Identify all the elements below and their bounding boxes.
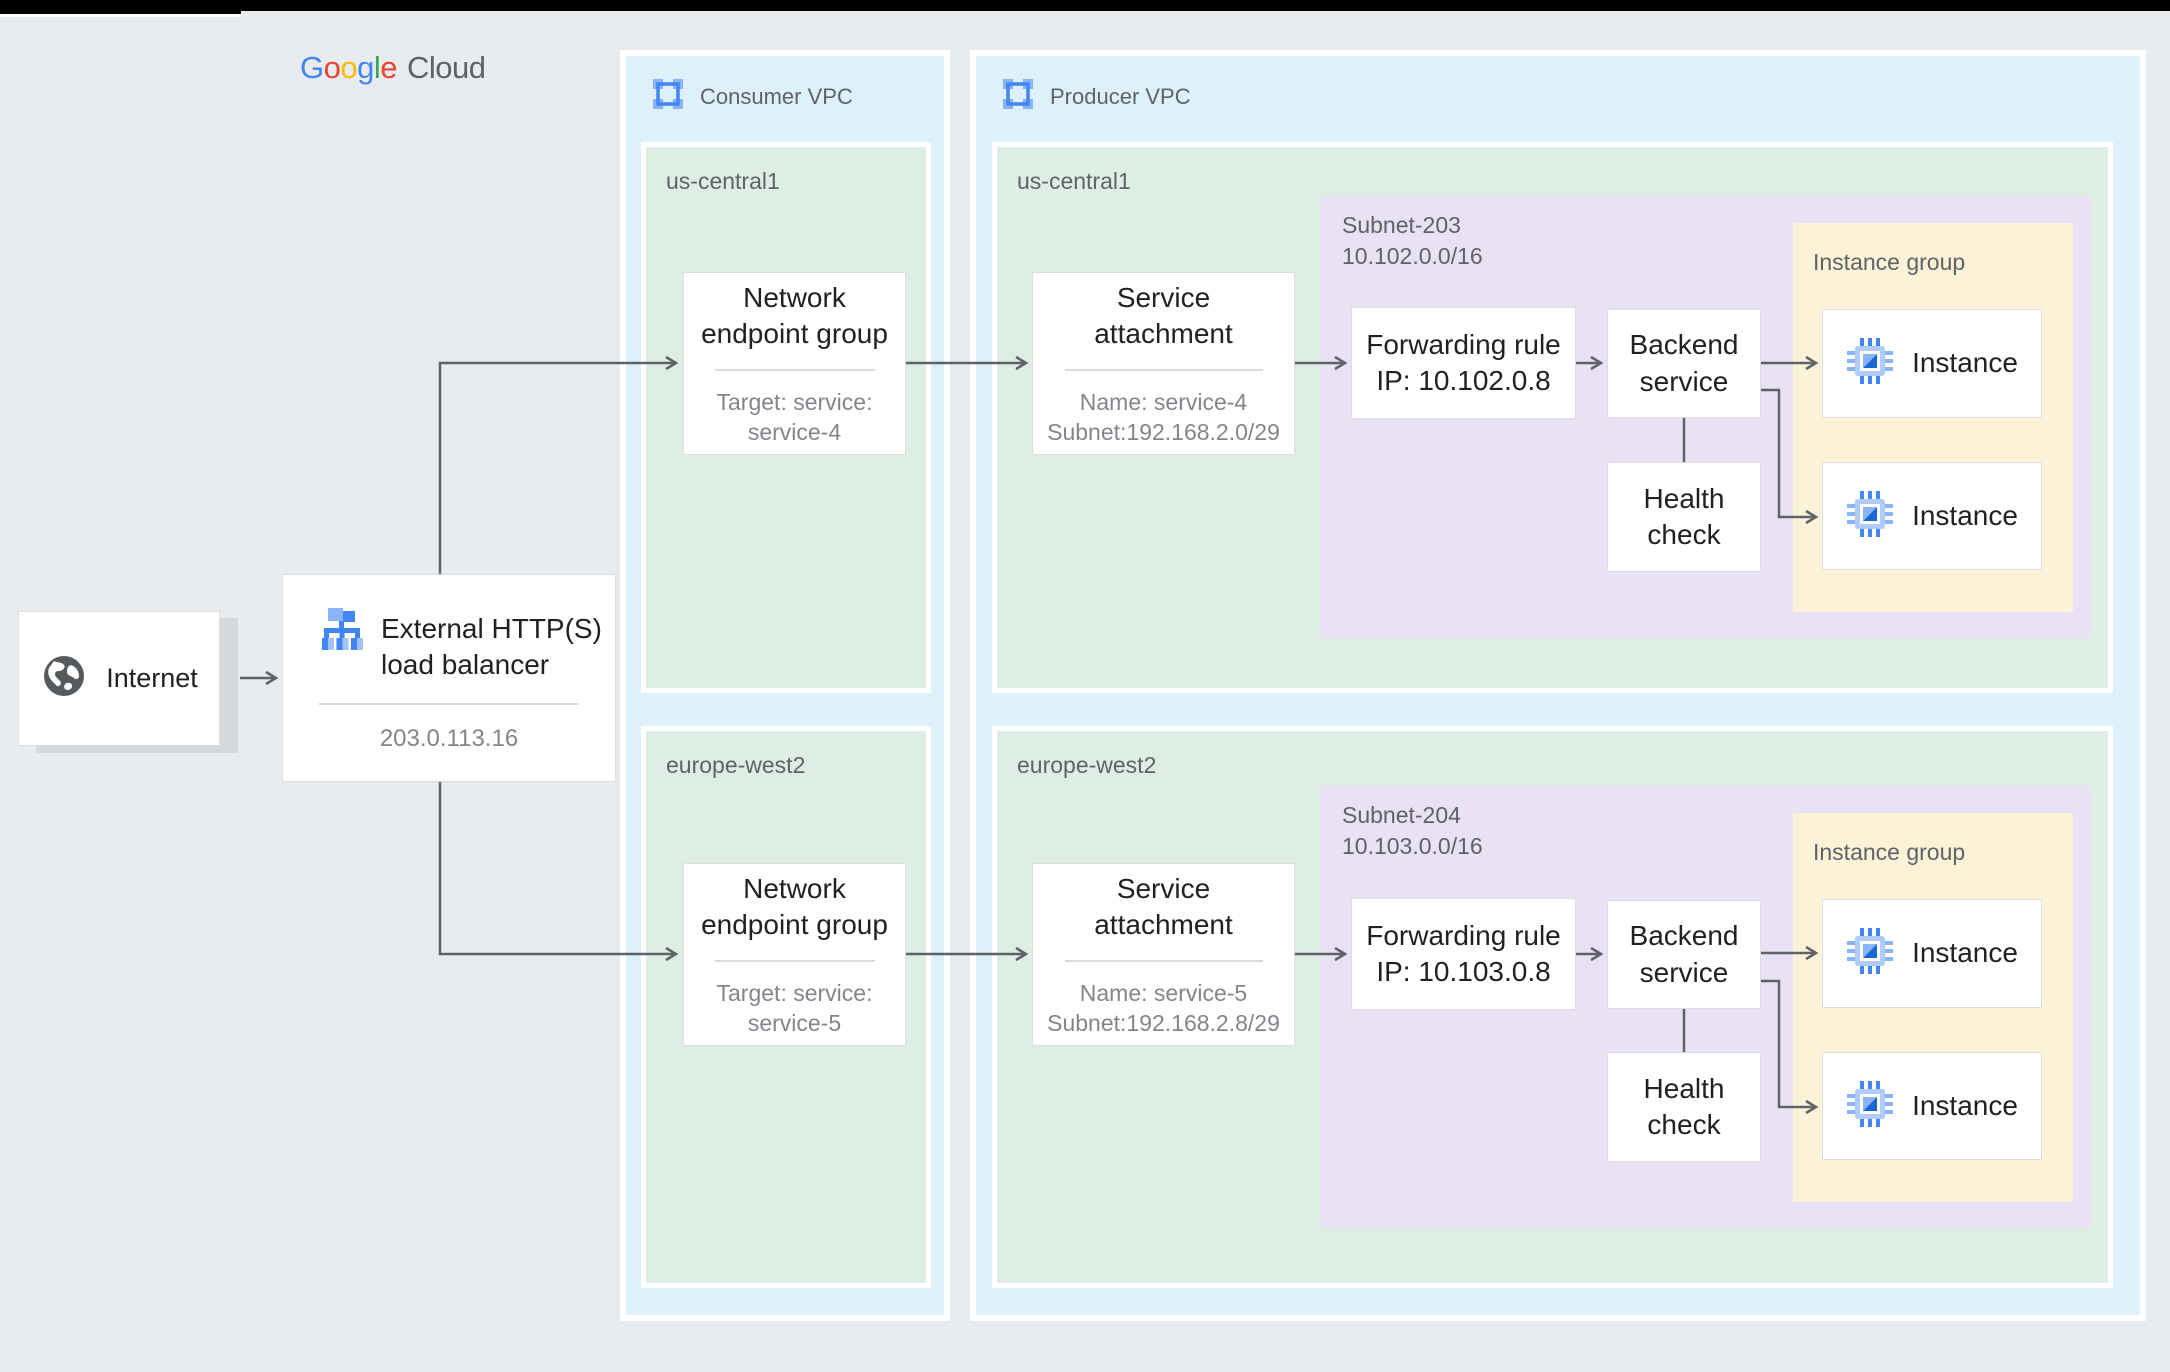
logo-letter: G: [300, 50, 324, 85]
forwarding-rule-text: Forwarding rule IP: 10.102.0.8: [1366, 328, 1561, 396]
forwarding-rule-2: Forwarding rule IP: 10.103.0.8: [1351, 898, 1576, 1010]
instance-2a: Instance: [1822, 899, 2042, 1008]
internet-node: Internet: [18, 611, 220, 746]
backend-service-text: Backend service: [1629, 920, 1739, 988]
health-check-2: Health check: [1607, 1052, 1761, 1162]
consumer-region-us-central1: us-central1 Network endpoint group Targe…: [641, 142, 931, 693]
instance-label: Instance: [1912, 1089, 2018, 1121]
instance-2b: Instance: [1822, 1052, 2042, 1160]
instance-group-label: Instance group: [1813, 249, 1966, 275]
load-balancer-title: External HTTP(S) load balancer: [381, 613, 602, 681]
consumer-vpc-container: Consumer VPC us-central1 Network endpoin…: [620, 50, 950, 1321]
service-attachment-2: Service attachment Name: service-5 Subne…: [1032, 863, 1295, 1046]
load-balancer-node: External HTTP(S) load balancer 203.0.113…: [282, 574, 616, 782]
health-check-text: Health check: [1643, 482, 1725, 550]
consumer-vpc-label: Consumer VPC: [700, 83, 853, 109]
instance-1a: Instance: [1822, 309, 2042, 418]
forwarding-rule-text: Forwarding rule IP: 10.103.0.8: [1366, 919, 1561, 987]
backend-service-text: Backend service: [1629, 329, 1739, 397]
internet-label: Internet: [106, 662, 198, 693]
instance-1b: Instance: [1822, 462, 2042, 570]
top-black-bar-left-segment: [0, 0, 241, 14]
region-label: us-central1: [666, 168, 780, 194]
divider: [714, 368, 875, 371]
producer-vpc-label: Producer VPC: [1050, 83, 1191, 109]
subnet-203: Subnet-203 10.102.0.0/16 Forwarding rule…: [1320, 196, 2091, 638]
producer-vpc-container: Producer VPC us-central1 Service attachm…: [970, 50, 2146, 1321]
divider: [1064, 368, 1263, 371]
service-attachment-1: Service attachment Name: service-4 Subne…: [1032, 272, 1295, 455]
network-endpoint-group-1: Network endpoint group Target: service: …: [683, 272, 906, 455]
load-balancer-icon: [319, 605, 367, 658]
subnet-label: Subnet-204 10.103.0.0/16: [1342, 802, 1483, 860]
instance-group-2: Instance group: [1793, 813, 2073, 1202]
neg-title: Network endpoint group: [701, 872, 888, 941]
logo-letter: e: [380, 50, 398, 85]
instance-label: Instance: [1912, 499, 2018, 531]
top-bar-underline: [0, 14, 241, 17]
compute-instance-icon: [1846, 1080, 1894, 1133]
logo-letter: o: [323, 50, 341, 85]
producer-region-us-central1: us-central1 Service attachment Name: ser…: [992, 142, 2113, 693]
logo-cloud-word: Cloud: [407, 50, 486, 85]
neg-subtitle: Target: service: service-5: [716, 979, 873, 1036]
neg-subtitle: Target: service: service-4: [716, 388, 873, 445]
subnet-204: Subnet-204 10.103.0.0/16 Forwarding rule…: [1320, 786, 2091, 1228]
consumer-region-europe-west2: europe-west2 Network endpoint group Targ…: [641, 726, 931, 1288]
region-label: europe-west2: [666, 752, 806, 778]
consumer-vpc-header: Consumer VPC: [650, 76, 853, 117]
service-attachment-subtitle: Name: service-5 Subnet:192.168.2.8/29: [1047, 979, 1280, 1036]
google-cloud-logo: G o o g l e Cloud: [300, 50, 486, 86]
compute-instance-icon: [1846, 927, 1894, 980]
instance-label: Instance: [1912, 937, 2018, 969]
logo-letter: o: [340, 50, 358, 85]
producer-region-europe-west2: europe-west2 Service attachment Name: se…: [992, 726, 2113, 1288]
service-attachment-title: Service attachment: [1094, 872, 1233, 941]
instance-group-label: Instance group: [1813, 839, 1966, 865]
region-label: us-central1: [1017, 168, 1131, 194]
backend-service-2: Backend service: [1607, 900, 1761, 1009]
vpc-icon: [650, 76, 686, 117]
subnet-label: Subnet-203 10.102.0.0/16: [1342, 212, 1483, 270]
region-label: europe-west2: [1017, 752, 1157, 778]
load-balancer-ip: 203.0.113.16: [379, 725, 519, 752]
service-attachment-title: Service attachment: [1094, 281, 1233, 350]
health-check-text: Health check: [1643, 1072, 1725, 1140]
producer-vpc-header: Producer VPC: [1000, 76, 1191, 117]
globe-icon: [40, 652, 88, 705]
compute-instance-icon: [1846, 337, 1894, 390]
health-check-1: Health check: [1607, 462, 1761, 572]
top-black-bar: [0, 0, 2170, 11]
instance-label: Instance: [1912, 347, 2018, 379]
compute-instance-icon: [1846, 490, 1894, 543]
instance-group-1: Instance group: [1793, 223, 2073, 612]
service-attachment-subtitle: Name: service-4 Subnet:192.168.2.0/29: [1047, 388, 1280, 445]
forwarding-rule-1: Forwarding rule IP: 10.102.0.8: [1351, 307, 1576, 419]
logo-letter: g: [357, 50, 374, 85]
network-endpoint-group-2: Network endpoint group Target: service: …: [683, 863, 906, 1046]
logo-letter: l: [373, 50, 381, 85]
vpc-icon: [1000, 76, 1036, 117]
divider: [1064, 959, 1263, 962]
divider: [319, 703, 579, 705]
backend-service-1: Backend service: [1607, 309, 1761, 418]
divider: [714, 959, 875, 962]
neg-title: Network endpoint group: [701, 281, 888, 350]
